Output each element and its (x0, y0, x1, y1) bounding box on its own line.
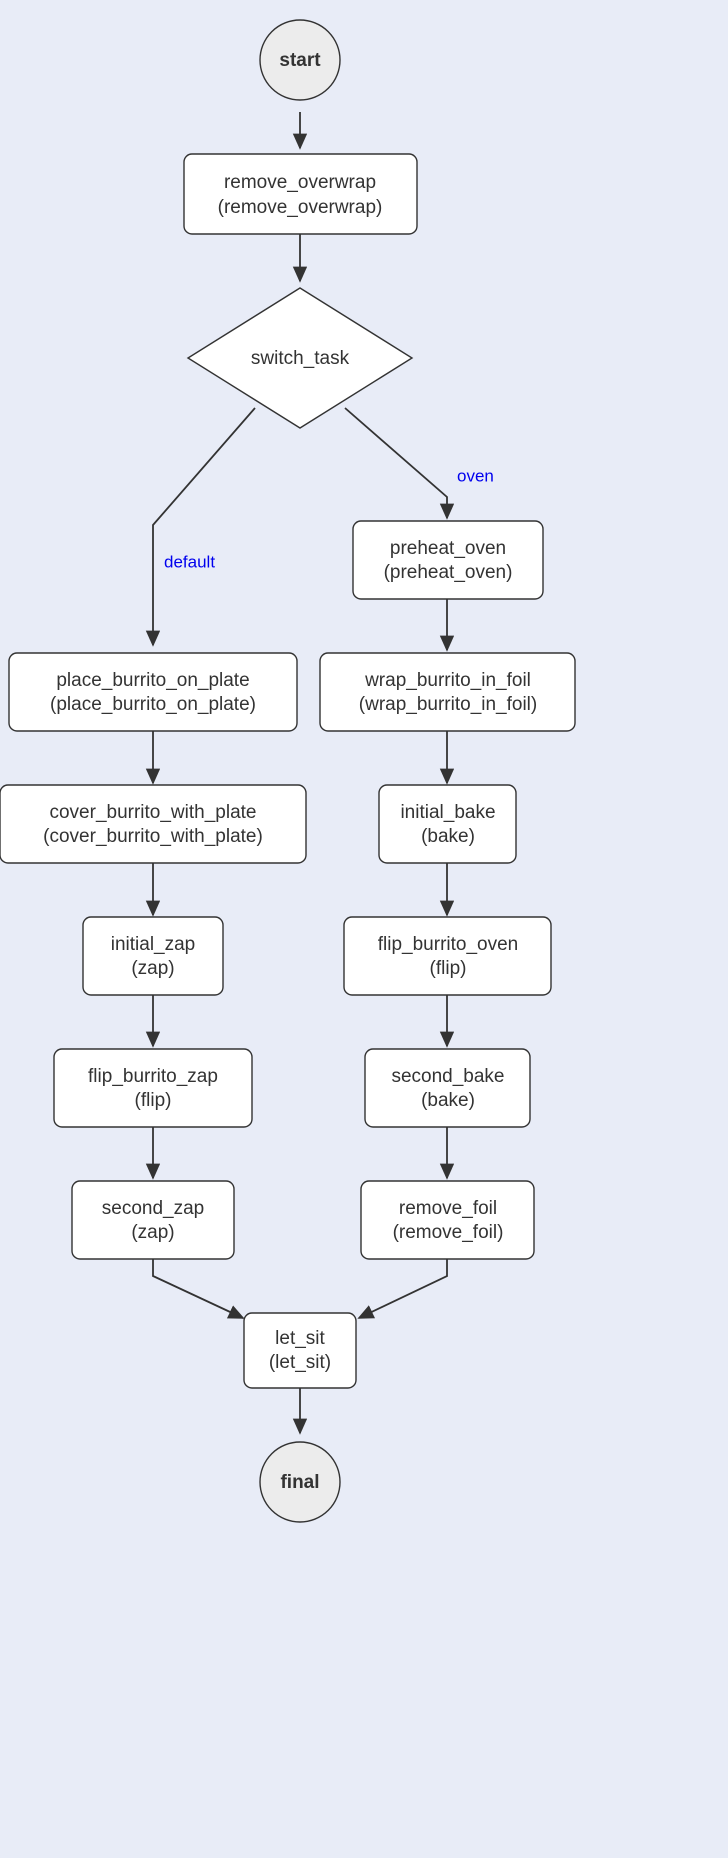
remove-overwrap-label-line2: (remove_overwrap) (218, 197, 383, 218)
flip-burrito-oven-box (343, 916, 552, 996)
let-sit-label-line2: (let_sit) (269, 1352, 331, 1373)
node-remove-foil[interactable]: remove_foil (remove_foil) (360, 1180, 535, 1260)
place-burrito-on-plate-label-line1: place_burrito_on_plate (56, 670, 249, 691)
initial-bake-label-line2: (bake) (421, 826, 475, 847)
node-flip-burrito-oven[interactable]: flip_burrito_oven (flip) (343, 916, 552, 996)
edge-label-default: default (164, 552, 215, 571)
node-let-sit[interactable]: let_sit (let_sit) (243, 1312, 357, 1389)
flip-burrito-oven-label-line2: (flip) (430, 958, 467, 979)
second-bake-box (364, 1048, 531, 1128)
final-circle (259, 1441, 341, 1523)
edge-label-oven: oven (457, 466, 494, 485)
node-switch-task[interactable]: switch_task (186, 287, 414, 429)
edge-remove-foil-to-let-sit (357, 1258, 448, 1319)
wrap-burrito-in-foil-label-line1: wrap_burrito_in_foil (364, 670, 531, 691)
node-remove-overwrap[interactable]: remove_overwrap (remove_overwrap) (183, 153, 418, 235)
switch-task-label: switch_task (251, 348, 350, 369)
preheat-oven-label-line2: (preheat_oven) (384, 562, 513, 583)
switch-task-diamond (186, 287, 414, 429)
place-burrito-on-plate-box (8, 652, 298, 732)
wrap-burrito-in-foil-label-line2: (wrap_burrito_in_foil) (359, 694, 537, 715)
flip-burrito-zap-box (53, 1048, 253, 1128)
flip-burrito-zap-label-line1: flip_burrito_zap (88, 1066, 218, 1087)
let-sit-label-line1: let_sit (275, 1328, 325, 1349)
node-wrap-burrito-in-foil[interactable]: wrap_burrito_in_foil (wrap_burrito_in_fo… (319, 652, 576, 732)
node-initial-zap[interactable]: initial_zap (zap) (82, 916, 224, 996)
cover-burrito-with-plate-label-line1: cover_burrito_with_plate (49, 802, 256, 823)
node-preheat-oven[interactable]: preheat_oven (preheat_oven) (352, 520, 544, 600)
edge-switch-task-oven (344, 407, 455, 520)
preheat-oven-box (352, 520, 544, 600)
node-place-burrito-on-plate[interactable]: place_burrito_on_plate (place_burrito_on… (8, 652, 298, 732)
cover-burrito-with-plate-label-line2: (cover_burrito_with_plate) (43, 826, 263, 847)
initial-bake-box (378, 784, 517, 864)
node-initial-bake[interactable]: initial_bake (bake) (378, 784, 517, 864)
second-zap-label-line2: (zap) (131, 1222, 174, 1243)
let-sit-box (243, 1312, 357, 1389)
node-start[interactable]: start (259, 19, 341, 101)
node-cover-burrito-with-plate[interactable]: cover_burrito_with_plate (cover_burrito_… (0, 784, 307, 864)
remove-foil-label-line2: (remove_foil) (393, 1222, 504, 1243)
initial-bake-label-line1: initial_bake (400, 802, 495, 823)
remove-foil-box (360, 1180, 535, 1260)
initial-zap-label-line1: initial_zap (111, 934, 196, 955)
second-zap-label-line1: second_zap (102, 1198, 204, 1219)
initial-zap-box (82, 916, 224, 996)
edge-second-zap-to-let-sit (152, 1258, 245, 1319)
initial-zap-label-line2: (zap) (131, 958, 174, 979)
second-zap-box (71, 1180, 235, 1260)
flip-burrito-oven-label-line1: flip_burrito_oven (378, 934, 518, 955)
start-circle (259, 19, 341, 101)
preheat-oven-label-line1: preheat_oven (390, 538, 506, 559)
second-bake-label-line1: second_bake (391, 1066, 504, 1087)
remove-overwrap-box (183, 153, 418, 235)
wrap-burrito-in-foil-box (319, 652, 576, 732)
remove-overwrap-label-line1: remove_overwrap (224, 172, 376, 193)
node-flip-burrito-zap[interactable]: flip_burrito_zap (flip) (53, 1048, 253, 1128)
start-label: start (279, 50, 321, 71)
node-final[interactable]: final (259, 1441, 341, 1523)
final-label: final (280, 1472, 319, 1493)
cover-burrito-with-plate-box (0, 784, 307, 864)
node-second-bake[interactable]: second_bake (bake) (364, 1048, 531, 1128)
edge-switch-task-default (145, 407, 256, 647)
second-bake-label-line2: (bake) (421, 1090, 475, 1111)
remove-foil-label-line1: remove_foil (399, 1198, 497, 1219)
node-second-zap[interactable]: second_zap (zap) (71, 1180, 235, 1260)
flip-burrito-zap-label-line2: (flip) (135, 1090, 172, 1111)
place-burrito-on-plate-label-line2: (place_burrito_on_plate) (50, 694, 256, 715)
